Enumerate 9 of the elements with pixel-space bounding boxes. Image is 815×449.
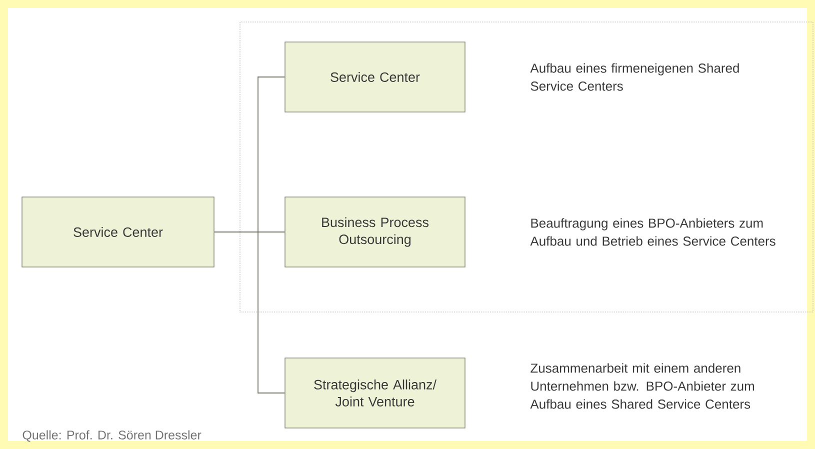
process-box: Strategische Allianz/ Joint Venture [284, 358, 466, 428]
process-box: Service Center [22, 196, 214, 268]
description-text: Beauftragung eines BPO-Anbieters zum Aufbau und Betrieb eines Service Centers [530, 218, 776, 246]
description-text: Aufbau eines firmeneigenen Shared Service Centers [530, 63, 739, 91]
process-box: Business Process Outsourcing [284, 196, 466, 268]
source-note: Quelle: Prof. Dr. Sören Dressler [22, 430, 202, 442]
connector-line [214, 232, 286, 394]
process-box: Service Center [284, 42, 466, 112]
description-text: Zusammenarbeit mit einem anderen Unternehmen bzw. BPO-Anbieter zum Aufbau eines Shared Service Centers [530, 363, 754, 409]
